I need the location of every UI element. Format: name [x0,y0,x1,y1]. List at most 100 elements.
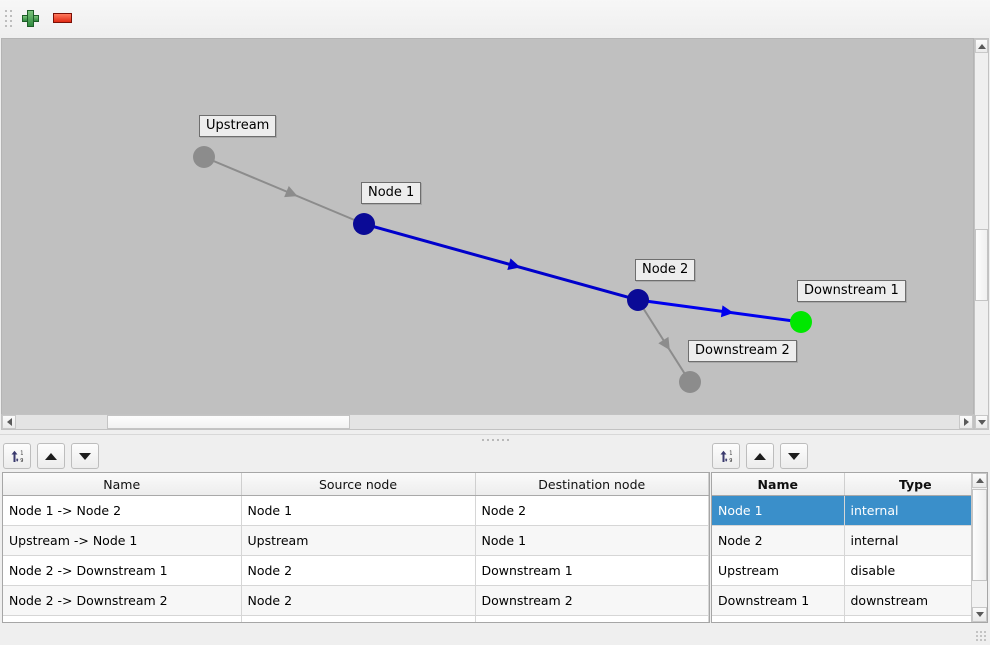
scroll-up-button[interactable] [972,473,987,488]
table-cell[interactable]: internal [844,495,987,526]
arrow-down-icon [975,612,984,617]
scroll-right-button[interactable] [959,415,973,429]
arrow-up-icon [754,452,766,460]
edges-move-up-button[interactable] [37,443,65,469]
node-label[interactable]: Downstream 1 [797,280,906,302]
table-cell[interactable]: Upstream [712,555,845,586]
arrow-down-icon [79,452,91,460]
table-cell[interactable]: Node 2 [475,495,709,526]
table-cell[interactable]: Node 2 -> Downstream 2 [3,585,242,616]
scroll-down-button[interactable] [972,607,987,622]
column-header[interactable]: Source node [241,473,476,496]
graph-node[interactable] [193,146,215,168]
scrollbar-thumb[interactable] [107,415,350,429]
table-cell[interactable]: downstream [844,585,987,616]
scroll-down-button[interactable] [975,415,988,429]
table-cell[interactable]: Node 1 -> Node 2 [3,495,242,526]
table-cell[interactable]: internal [844,525,987,556]
arrow-up-icon [977,43,986,49]
svg-text:9: 9 [729,458,732,464]
graph-node[interactable] [353,213,375,235]
table-cell[interactable]: Upstream [241,525,476,556]
edge-arrowhead [720,305,734,318]
table-cell [712,615,845,622]
sort-ascending-icon: 1 9 [11,450,23,464]
graph-edge[interactable] [637,298,802,324]
minus-icon [52,13,72,23]
remove-button[interactable] [47,3,77,33]
scroll-left-button[interactable] [2,415,16,429]
graph-vertical-scrollbar[interactable] [974,38,989,430]
table-cell[interactable]: Node 1 [475,525,709,556]
table-cell[interactable]: Node 1 [712,495,845,526]
svg-text:1: 1 [729,450,732,456]
table-cell[interactable]: Upstream -> Node 1 [3,525,242,556]
graph-drawing [193,146,812,393]
sort-ascending-icon: 1 9 [720,450,732,464]
resize-grip-icon[interactable] [976,631,988,643]
nodes-move-up-button[interactable] [746,443,774,469]
graph-horizontal-scrollbar[interactable] [1,414,974,430]
svg-text:9: 9 [20,458,23,464]
table-cell [844,615,987,622]
table-cell[interactable]: Downstream 1 [712,585,845,616]
table-empty-row [712,615,987,622]
edges-move-down-button[interactable] [71,443,99,469]
arrow-up-icon [975,478,984,483]
graph-node[interactable] [790,311,812,333]
drag-grip-icon[interactable] [3,7,13,29]
node-label[interactable]: Downstream 2 [688,340,797,362]
scrollbar-thumb[interactable] [975,229,988,301]
table-cell[interactable]: Node 2 [712,525,845,556]
table-cell[interactable]: Node 2 [241,555,476,586]
nodes-sort-button[interactable]: 1 9 [712,443,740,469]
scrollbar-thumb[interactable] [972,489,987,581]
svg-text:1: 1 [20,450,23,456]
arrow-left-icon [6,418,12,426]
edge-arrowhead [284,185,298,198]
table-cell[interactable]: disable [844,555,987,586]
arrow-right-icon [963,418,969,426]
edges-sort-button[interactable]: 1 9 [3,443,31,469]
edge-arrowhead [507,258,521,270]
table-cell[interactable]: Node 2 [241,585,476,616]
node-label[interactable]: Node 2 [635,259,696,281]
arrow-down-icon [788,452,800,460]
table-cell[interactable]: Downstream 1 [475,555,709,586]
node-label[interactable]: Node 1 [361,182,422,204]
graph-node[interactable] [679,371,701,393]
column-header[interactable]: Type [844,473,987,496]
table-empty-row [3,615,709,622]
edge-layer [203,156,802,383]
table-cell [475,615,709,622]
table-cell[interactable]: Node 1 [241,495,476,526]
panel-splitter[interactable] [0,434,990,444]
table-cell[interactable]: Node 2 -> Downstream 1 [3,555,242,586]
nodes-move-down-button[interactable] [780,443,808,469]
graph-edge[interactable] [203,156,365,225]
graph-node[interactable] [627,289,649,311]
column-header[interactable]: Destination node [475,473,709,496]
add-button[interactable] [15,3,45,33]
column-header[interactable]: Name [712,473,845,496]
nodes-table-vertical-scrollbar[interactable] [971,473,987,622]
table-cell [3,615,242,622]
table-cell[interactable]: Downstream 2 [475,585,709,616]
column-header[interactable]: Name [3,473,242,496]
graph-edge[interactable] [363,222,639,302]
scroll-up-button[interactable] [975,39,988,53]
edges-table-toolbar: 1 9 [3,443,99,469]
node-label[interactable]: Upstream [199,115,277,137]
